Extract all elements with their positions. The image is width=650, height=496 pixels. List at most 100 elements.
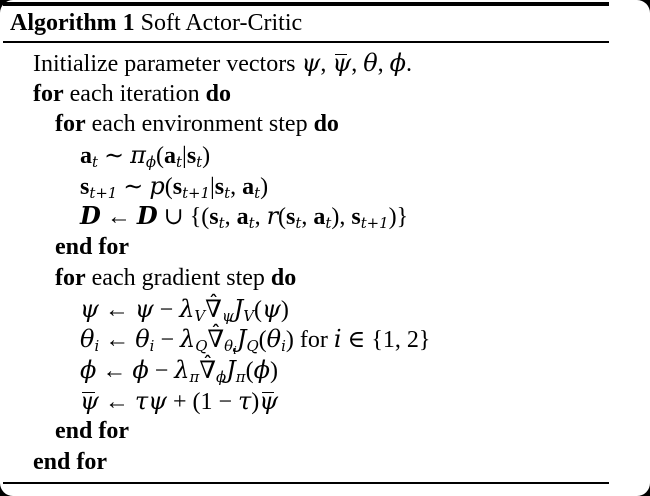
math-segment: each iteration	[63, 80, 206, 107]
math-segment: ∪ {(	[157, 204, 210, 231]
algorithm-line: Initialize parameter vectors ψ, ψ, θ, ϕ.	[0, 48, 650, 79]
algorithm-line: ψ ← τψ + (1 − τ)ψ	[0, 386, 650, 417]
math-segment: t+1	[89, 183, 118, 202]
algorithm-header: Algorithm 1 Soft Actor-Critic	[10, 9, 302, 37]
math-segment: τψ	[134, 386, 167, 415]
math-segment: ←	[99, 327, 136, 354]
math-segment: )	[269, 357, 278, 384]
hat-accent: ˆ	[203, 354, 212, 374]
math-segment: ),	[331, 204, 352, 231]
math-segment: i	[149, 337, 155, 356]
math-segment: for	[55, 111, 86, 138]
math-segment: s	[351, 204, 361, 231]
math-segment: do	[270, 264, 297, 291]
math-segment: )	[260, 173, 269, 200]
math-segment: J	[236, 325, 247, 354]
math-segment: θ	[135, 325, 150, 354]
math-segment: −	[153, 296, 180, 323]
math-segment: τ	[238, 386, 252, 415]
math-segment: Q	[246, 337, 259, 356]
math-segment: λ	[179, 294, 195, 323]
math-segment: a	[164, 143, 177, 170]
math-segment: s	[286, 204, 296, 231]
nabla-hat-symbol: ∇ˆ	[205, 292, 222, 323]
math-segment: (	[156, 143, 165, 170]
math-segment: ϕ	[145, 153, 157, 172]
math-segment: ,	[301, 204, 314, 231]
math-segment: ψ	[332, 49, 352, 77]
math-segment: ψ	[80, 386, 99, 415]
math-segment: p	[149, 171, 165, 200]
math-segment: V	[243, 306, 254, 325]
math-segment: ϕ	[216, 368, 227, 387]
math-segment: Initialize parameter vectors	[33, 51, 302, 77]
math-segment: end for	[55, 234, 129, 261]
math-segment: each environment step	[85, 111, 314, 138]
nabla-hat-symbol: ∇ˆ	[199, 354, 217, 384]
math-segment: |	[209, 173, 215, 200]
header-rule	[3, 41, 609, 43]
algorithm-line: end for	[0, 447, 650, 478]
math-segment: t	[295, 214, 302, 233]
math-segment: s	[186, 143, 197, 170]
math-segment: a	[313, 204, 326, 231]
math-segment: J	[226, 355, 236, 384]
algorithm-line: for each environment step do	[0, 109, 650, 140]
nabla-hat-symbol: ∇ˆ	[207, 323, 225, 354]
math-segment: each gradient step	[85, 264, 271, 291]
math-segment: ϕ	[80, 355, 97, 384]
math-segment: i	[94, 337, 100, 356]
math-segment: ,	[377, 51, 390, 77]
math-segment: ,	[230, 173, 243, 200]
math-segment: i	[233, 343, 237, 358]
math-segment: θ	[80, 325, 95, 354]
hat-accent: ˆ	[211, 323, 221, 344]
algorithm-title: Soft Actor-Critic	[140, 10, 303, 36]
math-segment: s	[172, 173, 183, 200]
math-segment: D	[136, 201, 158, 231]
top-rule	[3, 2, 609, 6]
math-segment: ,	[351, 51, 364, 77]
math-segment: end for	[55, 418, 129, 445]
math-segment: t	[224, 183, 231, 202]
algorithm-line: D ← D ∪ {(st, at, r(st, at), st+1)}	[0, 201, 650, 232]
math-segment: s	[209, 204, 219, 231]
math-segment: π	[189, 368, 200, 387]
math-segment: (	[258, 327, 267, 354]
math-segment: D	[80, 201, 101, 231]
math-segment: ∼	[97, 143, 131, 170]
math-segment: λ	[174, 355, 190, 384]
algorithm-number-label: Algorithm 1	[10, 10, 135, 36]
math-segment: i	[333, 325, 342, 354]
math-segment: do	[313, 111, 339, 138]
math-segment: )	[202, 143, 211, 170]
math-segment: θ	[363, 49, 378, 77]
algorithm-line: end for	[0, 232, 650, 263]
math-segment: −	[154, 327, 180, 354]
math-segment: ψ	[259, 386, 279, 415]
math-segment: θ	[266, 325, 282, 354]
math-segment: ψ	[261, 294, 281, 323]
math-segment: a	[236, 204, 249, 231]
math-segment: i	[281, 337, 286, 356]
algorithm-body: Initialize parameter vectors ψ, ψ, θ, ϕ.…	[0, 48, 650, 478]
math-segment: V	[194, 306, 206, 325]
math-segment: ←	[98, 296, 135, 323]
math-segment: t	[92, 153, 98, 172]
math-segment: (	[253, 296, 262, 323]
math-segment: + (1 −	[166, 388, 238, 415]
math-segment: (	[245, 357, 254, 384]
algorithm-line: at ∼ πϕ(at|st)	[0, 140, 650, 171]
algorithm-line: for each iteration do	[0, 79, 650, 110]
math-segment: do	[205, 80, 231, 107]
math-segment: t	[248, 214, 255, 233]
math-segment: ,	[254, 204, 267, 231]
math-segment: ψ	[80, 294, 99, 323]
math-segment: r	[266, 202, 279, 231]
algorithm-line: st+1 ∼ p(st+1|st, at)	[0, 171, 650, 202]
math-segment: |	[182, 143, 187, 170]
bottom-rule	[3, 482, 609, 484]
